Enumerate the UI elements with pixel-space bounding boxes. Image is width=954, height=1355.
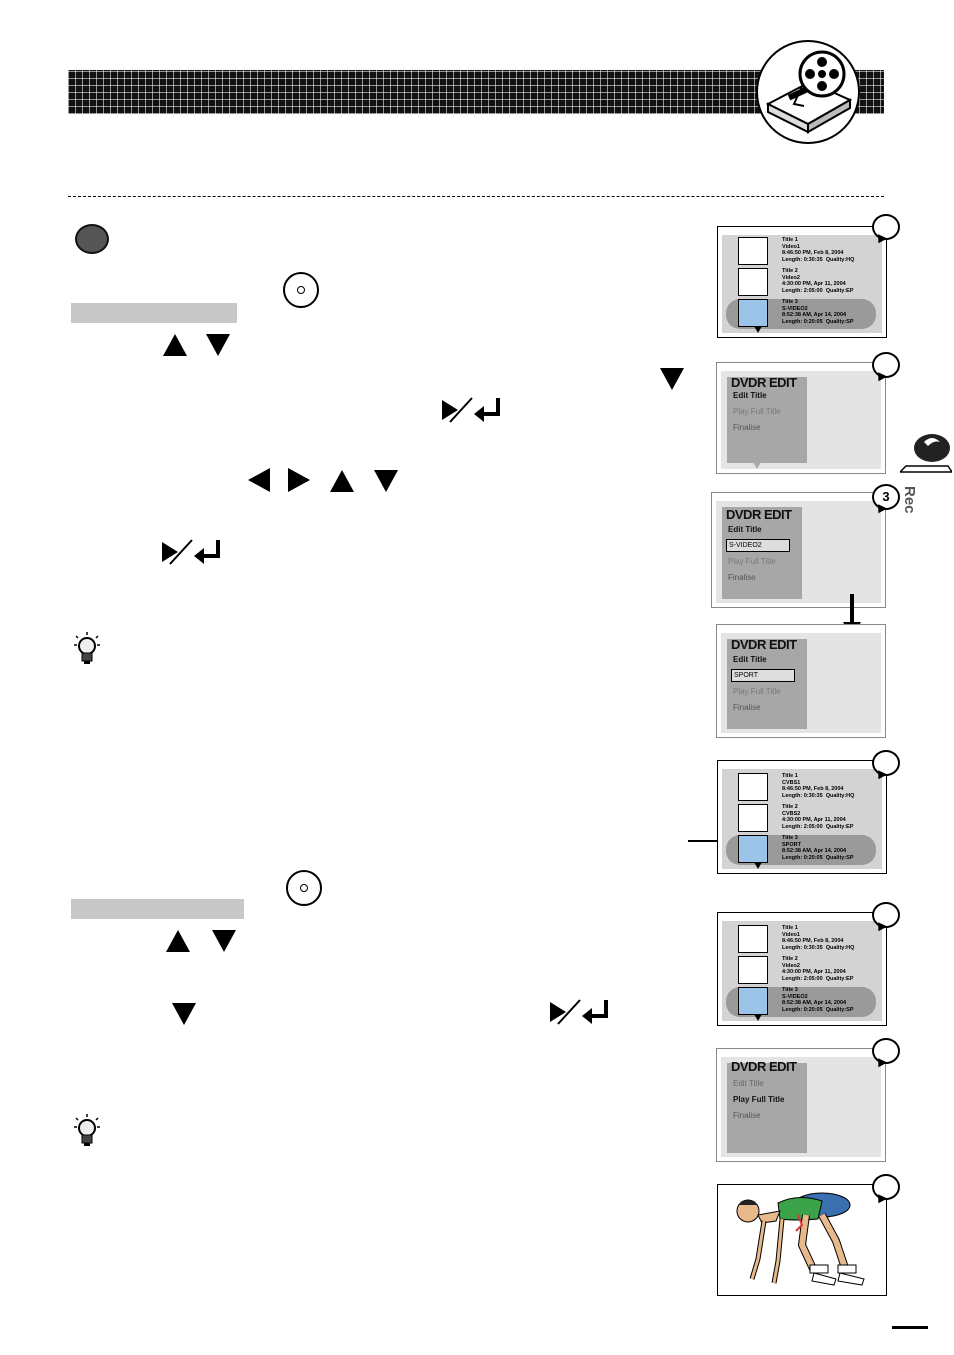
menu-item-edit-title[interactable]: Edit Title	[728, 525, 762, 534]
edit-panel	[727, 377, 807, 463]
scroll-down-icon[interactable]	[754, 862, 762, 869]
film-reel-icon	[756, 40, 860, 144]
header-band	[68, 70, 884, 114]
menu-item-play-full-title[interactable]: Play Full Title	[728, 557, 776, 566]
list-item[interactable]: Title 2 Video2 4:30:00 PM, Apr 11, 2004 …	[722, 956, 882, 986]
scroll-down-icon[interactable]	[753, 462, 761, 469]
disc-icon[interactable]	[283, 272, 319, 308]
menu-item-finalise[interactable]: Finalise	[733, 1111, 761, 1120]
disc-icon[interactable]	[286, 870, 322, 906]
screen-dvdr-edit-2: DVDR EDIT Edit Title S-VIDEO2 Play Full …	[711, 492, 886, 608]
gray-bar	[71, 303, 237, 323]
callout-icon	[872, 902, 900, 928]
list-item[interactable]: Title 3 S-VIDEO2 8:52:38 AM, Apr 14, 200…	[722, 987, 882, 1017]
side-label: Rec	[901, 486, 918, 514]
screen-playback	[717, 1184, 887, 1296]
dvdr-edit-title: DVDR EDIT	[731, 637, 797, 652]
title-name-input[interactable]: S-VIDEO2	[726, 539, 790, 552]
play-enter-icon[interactable]	[440, 396, 504, 424]
menu-item-edit-title[interactable]: Edit Title	[733, 391, 767, 400]
list-item[interactable]: Title 1 Video1 8:46:50 PM, Feb 8, 2004 L…	[722, 237, 882, 267]
thumbnail-icon	[738, 956, 768, 984]
dvdr-edit-title: DVDR EDIT	[726, 507, 792, 522]
callout-icon	[872, 750, 900, 776]
callout-icon	[872, 1038, 900, 1064]
list-item[interactable]: Title 1 CVBS1 8:46:50 PM, Feb 8, 2004 Le…	[722, 773, 882, 803]
down-arrow-icon[interactable]	[206, 334, 230, 356]
screen-title-list-1: Title 1 Video1 8:46:50 PM, Feb 8, 2004 L…	[717, 226, 887, 338]
dvdr-edit-title: DVDR EDIT	[731, 1059, 797, 1074]
menu-item-edit-title[interactable]: Edit Title	[733, 1079, 764, 1088]
edit-panel	[722, 507, 802, 599]
list-item[interactable]: Title 3 S-VIDEO2 8:52:38 AM, Apr 14, 200…	[722, 299, 882, 329]
menu-item-finalise[interactable]: Finalise	[728, 573, 756, 582]
title-name-input[interactable]: SPORT	[731, 669, 795, 682]
thumbnail-icon	[738, 299, 768, 327]
dvdr-edit-title: DVDR EDIT	[731, 375, 797, 390]
menu-item-play-full-title[interactable]: Play Full Title	[733, 1095, 785, 1104]
screen-title-list-2: Title 1 CVBS1 8:46:50 PM, Feb 8, 2004 Le…	[717, 760, 887, 874]
lightbulb-icon	[74, 632, 100, 666]
down-arrow-icon[interactable]	[172, 1003, 196, 1025]
screen-dvdr-edit-1: DVDR EDIT Edit Title Play Full Title Fin…	[716, 362, 886, 474]
up-arrow-icon[interactable]	[163, 334, 187, 356]
callout-icon	[872, 1174, 900, 1200]
scroll-down-icon[interactable]	[754, 326, 762, 333]
thumbnail-icon	[738, 804, 768, 832]
left-arrow-icon[interactable]	[248, 468, 270, 492]
thumbnail-icon	[738, 268, 768, 296]
thumbnail-icon	[738, 835, 768, 863]
menu-item-play-full-title[interactable]: Play Full Title	[733, 407, 781, 416]
thumbnail-icon	[738, 987, 768, 1015]
down-arrow-icon[interactable]	[374, 470, 398, 492]
down-arrow-icon[interactable]	[212, 930, 236, 952]
list-item[interactable]: Title 2 Video2 4:30:00 PM, Apr 11, 2004 …	[722, 268, 882, 298]
edit-panel	[727, 1063, 807, 1153]
up-arrow-icon[interactable]	[166, 930, 190, 952]
screen-dvdr-edit-4: DVDR EDIT Edit Title Play Full Title Fin…	[716, 1048, 886, 1162]
scroll-down-icon[interactable]	[754, 1014, 762, 1021]
screen-title-list-3: Title 1 Video1 8:46:50 PM, Feb 8, 2004 L…	[717, 912, 887, 1026]
thumbnail-icon	[738, 773, 768, 801]
edit-panel	[727, 639, 807, 729]
menu-item-play-full-title[interactable]: Play Full Title	[733, 687, 781, 696]
screen-dvdr-edit-3: DVDR EDIT Edit Title SPORT Play Full Tit…	[716, 624, 886, 738]
menu-item-finalise[interactable]: Finalise	[733, 423, 761, 432]
callout-icon	[872, 214, 900, 240]
step-bullet	[75, 224, 109, 254]
play-enter-icon[interactable]	[160, 538, 224, 566]
page-number-bar	[892, 1326, 928, 1329]
play-enter-icon[interactable]	[548, 998, 612, 1026]
section-divider	[68, 196, 884, 197]
menu-item-finalise[interactable]: Finalise	[733, 703, 761, 712]
callout-icon	[872, 352, 900, 378]
list-item[interactable]: Title 1 Video1 8:46:50 PM, Feb 8, 2004 L…	[722, 925, 882, 955]
list-item[interactable]: Title 2 CVBS2 4:30:00 PM, Apr 11, 2004 L…	[722, 804, 882, 834]
right-arrow-icon[interactable]	[288, 468, 310, 492]
callout-step: 3	[872, 484, 900, 510]
menu-item-edit-title[interactable]: Edit Title	[733, 655, 767, 664]
record-tab-icon	[898, 430, 954, 474]
lightbulb-icon	[74, 1114, 100, 1148]
up-arrow-icon[interactable]	[330, 470, 354, 492]
thumbnail-icon	[738, 237, 768, 265]
list-item[interactable]: Title 3 SPORT 8:52:38 AM, Apr 14, 2004 L…	[722, 835, 882, 865]
down-arrow-icon[interactable]	[660, 368, 684, 390]
gray-bar	[71, 899, 244, 919]
thumbnail-icon	[738, 925, 768, 953]
sprinter-image	[736, 1192, 865, 1286]
